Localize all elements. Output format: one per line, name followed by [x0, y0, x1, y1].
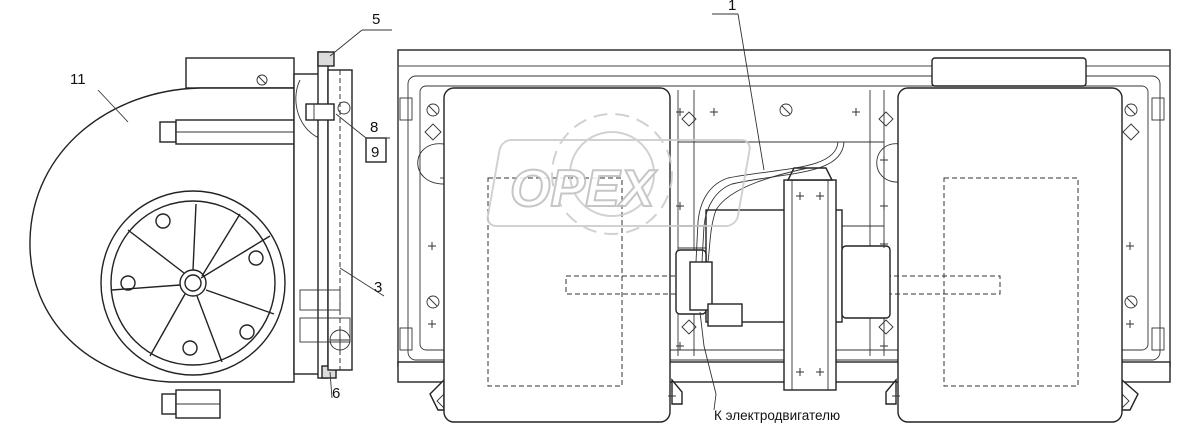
side-view: 11 5 8 9 3 6 — [29, 11, 392, 419]
plus-markers — [428, 108, 1134, 400]
callout-3: 3 — [374, 279, 382, 296]
callout-9: 9 — [371, 144, 379, 161]
upper-terminal — [159, 121, 177, 143]
callout-1: 1 — [728, 0, 736, 14]
diamond-studs — [424, 111, 1140, 409]
watermark-text: OPEX — [510, 160, 658, 218]
resistor-bracket — [783, 179, 837, 391]
front-view: 1 К электродвигателю — [397, 0, 1171, 423]
connector — [689, 261, 713, 311]
watermark-logo: OPEX — [486, 113, 751, 235]
callout-8: 8 — [370, 119, 378, 136]
callout-5: 5 — [372, 11, 380, 28]
motor-label: К электродвигателю — [714, 408, 840, 423]
left-fan-housing — [443, 87, 671, 423]
seal-strip — [317, 51, 329, 379]
right-fan-housing — [897, 87, 1123, 423]
fan-wheel — [100, 190, 286, 376]
fan-scroll-housing — [29, 87, 295, 383]
top-bracket — [185, 57, 295, 89]
bolt — [305, 103, 335, 121]
bracket-screw — [256, 74, 268, 86]
frame-screws — [426, 103, 1138, 309]
callout-6: 6 — [332, 385, 340, 402]
lower-terminal — [161, 393, 177, 415]
top-motor-box — [931, 57, 1087, 87]
callout-11: 11 — [70, 71, 86, 88]
